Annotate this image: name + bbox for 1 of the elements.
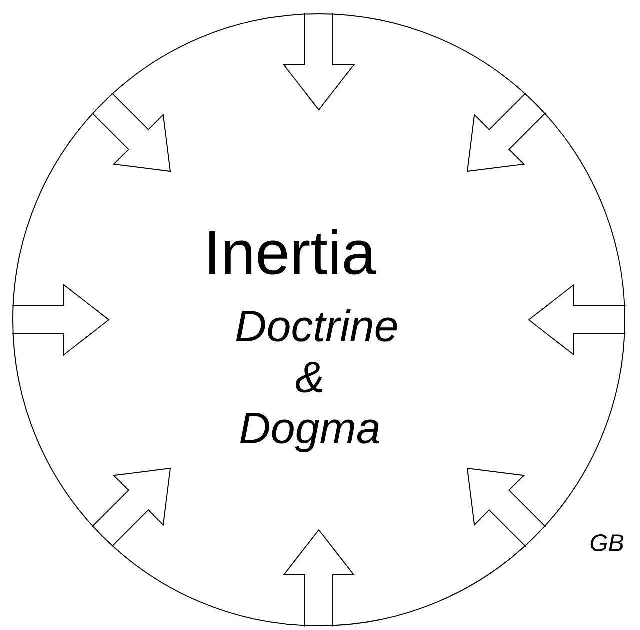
signature: GB <box>590 534 624 552</box>
